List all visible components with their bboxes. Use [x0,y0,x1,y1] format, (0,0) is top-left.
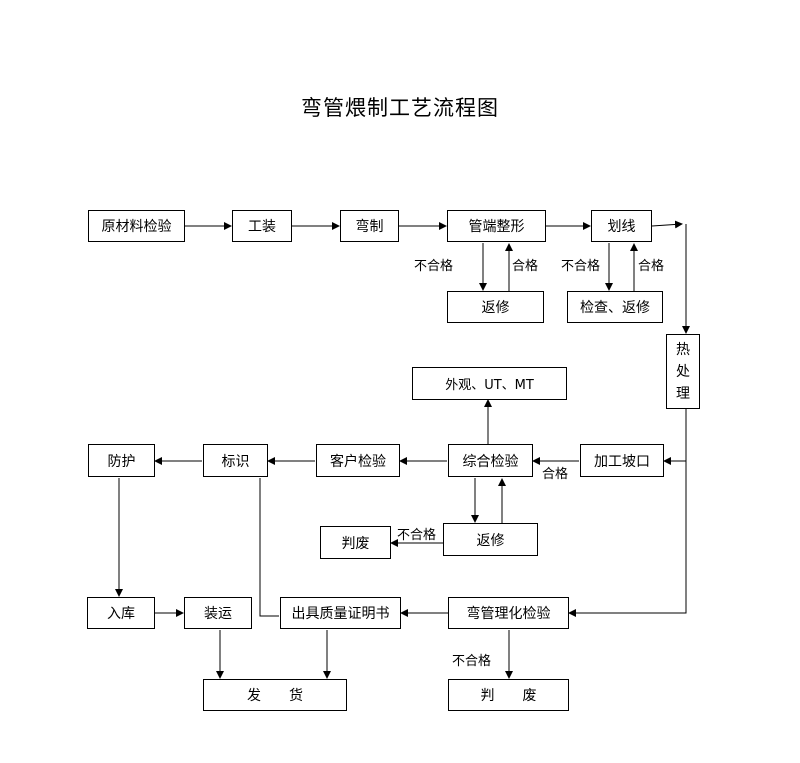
node-heat-treatment-char-2: 处 [676,363,690,380]
node-comprehensive-inspection: 综合检验 [448,444,533,477]
node-heat-treatment-char-3: 理 [676,385,690,402]
node-storage: 入库 [87,597,155,629]
node-quality-certificate: 出具质量证明书 [280,597,401,629]
diagram-title: 弯管煨制工艺流程图 [301,96,499,120]
node-customer-inspection: 客户检验 [316,444,400,477]
node-inspect-repair: 检查、返修 [567,291,663,323]
node-scrap-1: 判废 [320,526,391,559]
node-protection: 防护 [88,444,155,477]
label-unqualified-physchem: 不合格 [452,654,492,669]
node-labeling: 标识 [203,444,268,477]
label-unqualified-repair: 不合格 [397,528,437,543]
node-repair-1: 返修 [447,291,544,323]
node-heat-treatment-char-1: 热 [676,341,690,358]
label-qualified-end-shaping: 合格 [512,259,539,274]
label-unqualified-end-shaping: 不合格 [414,259,454,274]
node-physchem-inspection: 弯管理化检验 [448,597,569,629]
node-bending: 弯制 [340,210,399,242]
edge-marking-to-heat [651,220,683,229]
node-tooling: 工装 [232,210,292,242]
label-qualified-bevel: 合格 [542,467,569,482]
node-scrap-2: 判 废 [448,679,569,711]
node-visual-ut-mt: 外观、UT、MT [412,367,567,400]
node-delivery: 发 货 [203,679,347,711]
node-heat-treatment: 热 处 理 [666,334,700,409]
node-end-shaping: 管端整形 [447,210,546,242]
node-bevel-machining: 加工坡口 [580,444,664,477]
node-repair-2: 返修 [443,523,538,556]
node-raw-material-inspection: 原材料检验 [88,210,185,242]
edge-heat-to-physchem [568,461,687,617]
label-qualified-marking: 合格 [638,259,665,274]
node-marking-line: 划线 [591,210,652,242]
label-unqualified-marking: 不合格 [561,259,601,274]
node-shipping: 装运 [184,597,252,629]
edge-label-to-certificate [259,478,279,617]
edge-heat-to-bevel [663,409,687,465]
